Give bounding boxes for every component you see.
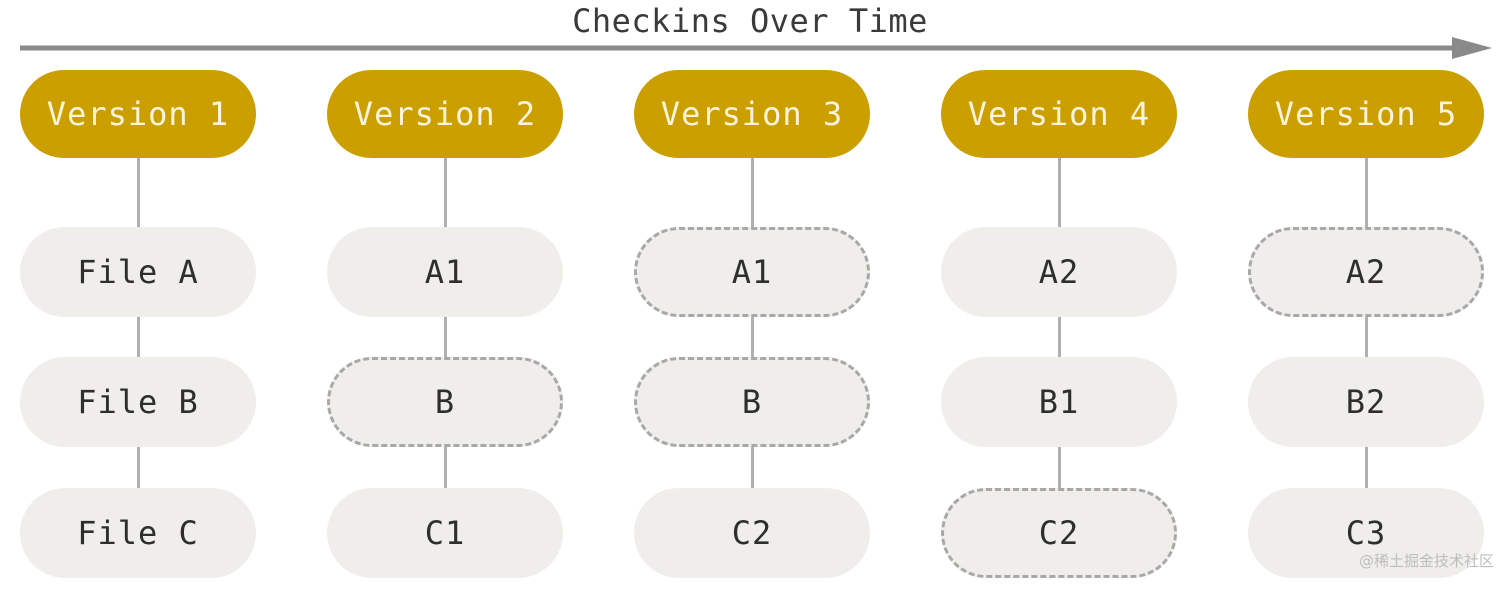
file-node: File A <box>20 227 256 317</box>
version-node: Version 3 <box>634 70 870 158</box>
timeline-arrow <box>20 37 1492 59</box>
file-node: B2 <box>1248 357 1484 447</box>
unchanged-file-link: A2 <box>1248 227 1484 317</box>
unchanged-file-link: B <box>634 357 870 447</box>
connector-line <box>1058 158 1061 513</box>
version-node: Version 1 <box>20 70 256 158</box>
file-node: A2 <box>941 227 1177 317</box>
version-node: Version 2 <box>327 70 563 158</box>
diagram-title: Checkins Over Time <box>572 2 928 40</box>
connector-line <box>137 158 140 513</box>
file-node: File C <box>20 488 256 578</box>
version-column: Version 5 A2 B2 C3 <box>1248 70 1484 578</box>
connector-line <box>444 158 447 513</box>
watermark: @稀土掘金技术社区 <box>1358 552 1494 570</box>
unchanged-file-link: B <box>327 357 563 447</box>
file-node: C3 <box>1248 488 1484 578</box>
connector-line <box>1365 158 1368 513</box>
version-node: Version 5 <box>1248 70 1484 158</box>
file-node: B1 <box>941 357 1177 447</box>
version-column: Version 1 File A File B File C <box>20 70 256 578</box>
file-node: C1 <box>327 488 563 578</box>
version-node: Version 4 <box>941 70 1177 158</box>
arrowhead-icon <box>1452 37 1492 59</box>
file-node: C2 <box>634 488 870 578</box>
version-column: Version 4 A2 B1 C2 <box>941 70 1177 578</box>
unchanged-file-link: A1 <box>634 227 870 317</box>
file-node: A1 <box>327 227 563 317</box>
unchanged-file-link: C2 <box>941 488 1177 578</box>
version-column: Version 2 A1 B C1 <box>327 70 563 578</box>
connector-line <box>751 158 754 513</box>
file-node: File B <box>20 357 256 447</box>
version-column: Version 3 A1 B C2 <box>634 70 870 578</box>
